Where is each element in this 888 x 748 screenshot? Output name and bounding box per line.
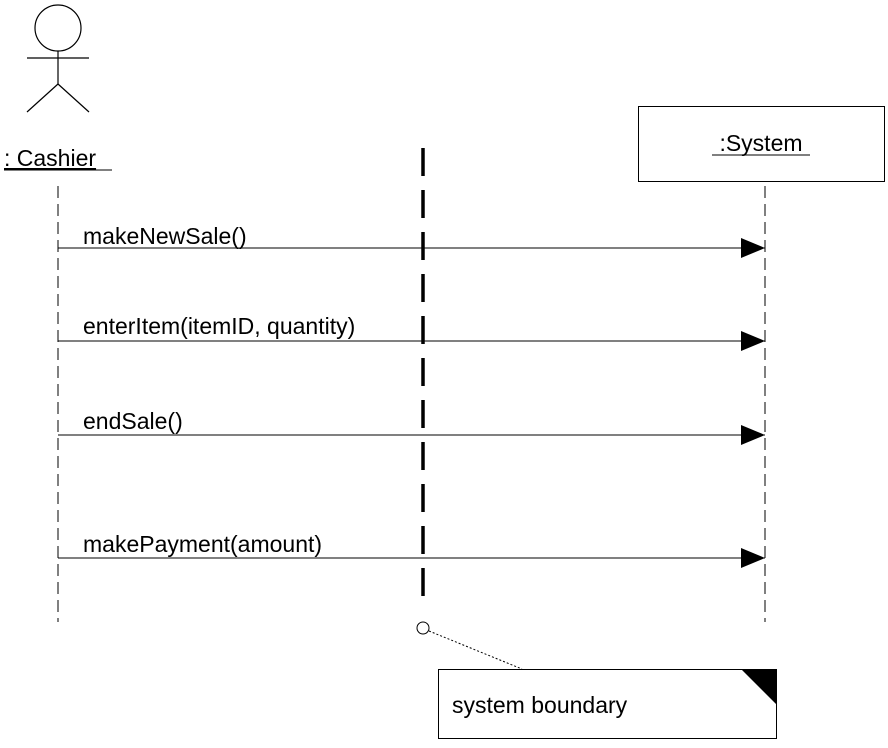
actor-left-leg [26, 83, 59, 113]
note-connector [428, 630, 523, 670]
message-label: makePayment(amount) [83, 531, 322, 557]
actor-label: : Cashier [4, 145, 96, 171]
actor-stick-figure-icon [26, 4, 90, 113]
actor-head [34, 4, 82, 52]
message-enter-item: enterItem(itemID, quantity) [58, 313, 765, 351]
message-label: enterItem(itemID, quantity) [83, 313, 355, 339]
message-label: makeNewSale() [83, 223, 247, 249]
system-box [638, 106, 885, 182]
actor-right-leg [57, 83, 90, 113]
system-label: :System [719, 130, 802, 156]
message-label: endSale() [83, 408, 183, 434]
message-make-new-sale: makeNewSale() [58, 223, 765, 258]
message-make-payment: makePayment(amount) [58, 531, 765, 568]
note-dog-ear-icon [742, 670, 776, 704]
boundary-anchor-circle [416, 621, 430, 635]
message-end-sale: endSale() [58, 408, 765, 445]
note-box [438, 669, 777, 739]
note-text: system boundary [452, 692, 628, 718]
system-boundary-note: system boundary [438, 669, 777, 739]
